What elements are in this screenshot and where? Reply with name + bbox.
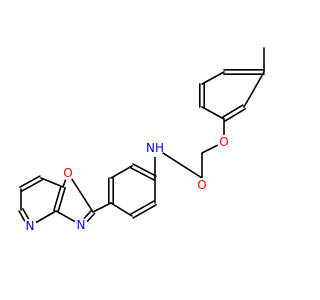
bond-c15-c16-b [130,200,155,215]
atom-o-oxazole-label: O [63,166,72,180]
atom-o-ether: O [217,135,231,149]
bond-c19-n2 [55,210,76,223]
bond-c4-c1 [243,71,265,108]
atom-n-pyridine-label: N [26,219,35,233]
bond-c18-c19-b [57,186,66,213]
bond-c20-c22-a [21,179,43,192]
bond-c10-n1 [161,152,203,179]
bond-c17-o3 [70,178,94,213]
atom-o-ether-label: O [219,135,228,149]
atom-n-pyridine: N [23,219,37,233]
atom-n-oxazole-label: N [77,218,86,232]
bond-n2-c17-b [83,209,93,220]
bond-c15-c16-a [132,204,157,219]
bond-c20-c22-b [19,175,41,188]
atom-n-oxazole: N [74,218,88,232]
atom-labels-layer: O O NH O N N [23,135,231,233]
bonds-layer [18,47,265,224]
bond-c19-n3 [35,210,57,224]
bond-c14-c17 [92,202,112,213]
bond-c6-c5 [201,106,225,120]
atom-o-carbonyl-label: O [197,178,206,192]
atom-o-oxazole: O [61,166,75,180]
bond-c22-c18 [40,177,64,188]
bond-c11-c12-b [130,167,155,181]
bond-c12-c13 [110,165,133,179]
atom-o-carbonyl: O [195,178,209,192]
bond-o1-c9 [201,144,219,154]
molecule-diagram: O O NH O N N [18,47,265,233]
bond-n3-c21-b [18,210,26,222]
bond-n3-c21-a [22,208,30,220]
bond-c8-c7 [201,71,225,85]
bond-c18-c19-a [53,185,62,212]
atom-n-amide-label: NH [146,141,164,155]
bond-c11-c12-a [132,163,157,177]
bond-n2-c17-a [86,212,96,223]
bond-o3-c18 [62,178,67,188]
bond-c14-c15 [110,202,133,217]
bond-c5-c4-a [224,108,246,122]
bond-c5-c4-b [222,104,244,118]
atom-n-amide: NH [146,139,164,157]
